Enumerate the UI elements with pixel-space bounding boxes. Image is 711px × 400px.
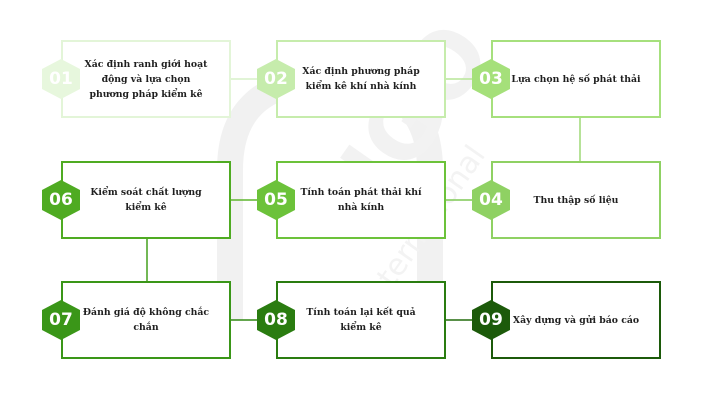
step-box-09: Xây dựng và gửi báo cáo (491, 281, 661, 359)
step-box-03: Lựa chọn hệ số phát thải (491, 40, 661, 118)
step-label-09: Xây dựng và gửi báo cáo (512, 314, 640, 326)
step-number-04: 04 (472, 180, 510, 220)
step-number-03: 03 (472, 59, 510, 99)
step-box-05: Tính toán phát thải khí nhà kính (276, 161, 446, 239)
step-label-03: Lựa chọn hệ số phát thải (511, 73, 641, 85)
step-label-05: Tính toán phát thải khí nhà kính (300, 187, 422, 213)
step-number-02: 02 (257, 59, 295, 99)
step-box-08: Tính toán lại kết quả kiểm kê (276, 281, 446, 359)
step-number-05: 05 (257, 180, 295, 220)
step-label-01: Xác định ranh giới hoạt động và lựa chọn… (84, 58, 208, 100)
step-box-02: Xác định phương pháp kiểm kê khí nhà kín… (276, 40, 446, 118)
step-label-06: Kiểm soát chất lượng kiểm kê (90, 187, 202, 213)
step-box-04: Thu thập số liệu (491, 161, 661, 239)
step-number-06: 06 (42, 180, 80, 220)
step-box-07: Đánh giá độ không chắc chắn (61, 281, 231, 359)
step-box-01: Xác định ranh giới hoạt động và lựa chọn… (61, 40, 231, 118)
step-label-08: Tính toán lại kết quả kiểm kê (306, 307, 416, 333)
step-label-02: Xác định phương pháp kiểm kê khí nhà kín… (302, 66, 420, 92)
step-label-04: Thu thập số liệu (533, 194, 619, 206)
step-label-07: Đánh giá độ không chắc chắn (82, 307, 210, 333)
step-box-06: Kiểm soát chất lượng kiểm kê (61, 161, 231, 239)
